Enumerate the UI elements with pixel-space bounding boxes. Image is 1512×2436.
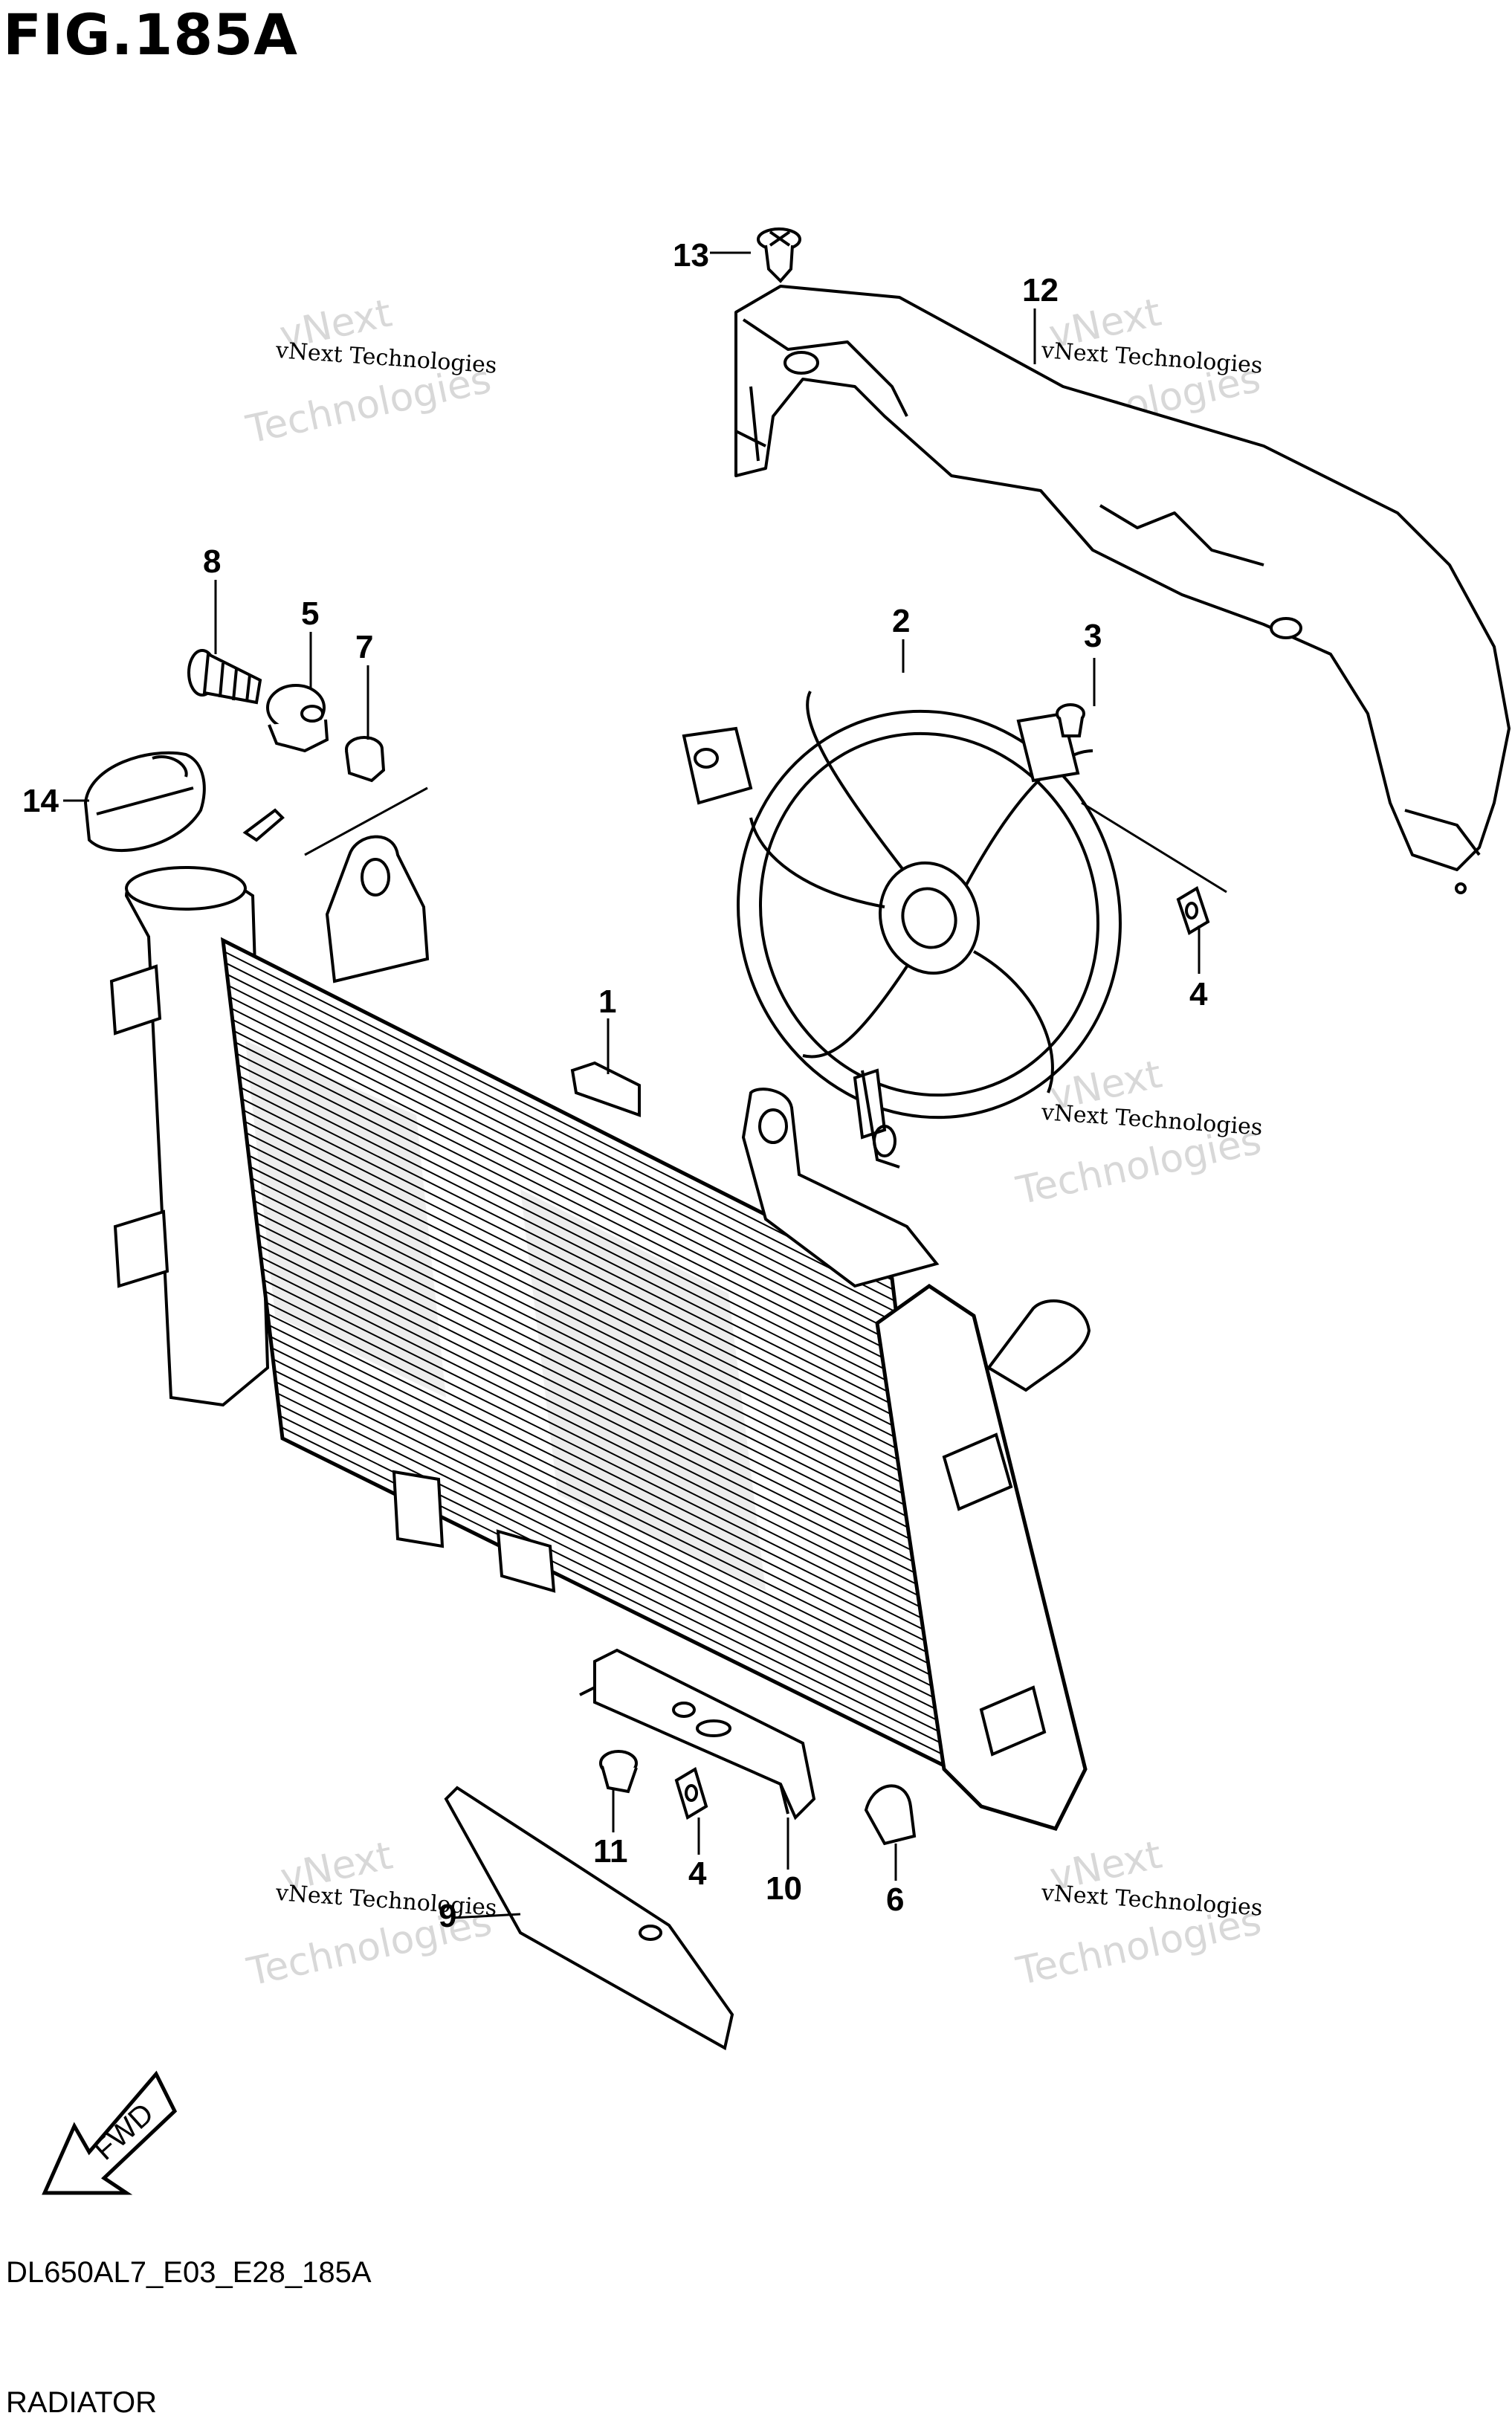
fin-line — [264, 1290, 934, 1625]
callout-4-lower: 4 — [688, 1855, 707, 1892]
fin-line — [263, 1279, 933, 1614]
radiator-fins — [224, 951, 951, 1759]
fin-line — [242, 1098, 911, 1435]
fin-line — [227, 973, 896, 1313]
fin-line — [271, 1347, 941, 1681]
fin-line — [232, 1018, 902, 1357]
fin-line — [227, 985, 898, 1324]
fin-line — [251, 1177, 921, 1513]
fin-line — [267, 1313, 937, 1647]
fin-line — [278, 1403, 948, 1736]
part-1-radiator — [109, 835, 1091, 1831]
fin-line — [229, 996, 899, 1335]
callout-12: 12 — [1022, 272, 1059, 308]
watermark-small: vNext Technologies — [274, 337, 498, 379]
fin-line — [242, 1109, 913, 1447]
fin-line — [236, 1053, 906, 1391]
fin-line — [252, 1189, 923, 1525]
fin-line — [257, 1234, 928, 1569]
watermark-small: vNext Technologies — [1040, 337, 1264, 379]
fin-line — [275, 1380, 946, 1714]
part-5-grommet — [266, 684, 329, 753]
fin-line — [256, 1222, 926, 1558]
part-6-cushion — [864, 1784, 917, 1846]
watermark-small: vNext Technologies — [1040, 1099, 1264, 1141]
fin-line — [262, 1267, 932, 1603]
fin-line — [280, 1426, 951, 1759]
fin-line — [234, 1041, 905, 1380]
callout-13: 13 — [673, 237, 709, 274]
part-12-shroud — [734, 285, 1511, 894]
part-2-cooling-fan — [682, 691, 1122, 1169]
callout-5: 5 — [301, 595, 319, 632]
fin-line — [245, 1131, 916, 1469]
watermark-bottom-right: vNext Technologies vNext Technologies — [1012, 1832, 1265, 1994]
callout-14: 14 — [22, 783, 59, 819]
fin-line — [237, 1064, 908, 1402]
callout-2: 2 — [892, 603, 910, 639]
fin-line — [239, 1075, 909, 1413]
leader-lines — [63, 251, 1201, 1919]
fin-line — [230, 1007, 901, 1346]
fin-line — [277, 1392, 947, 1725]
fin-line — [274, 1369, 944, 1703]
fin-line — [260, 1256, 931, 1592]
callouts: 13 12 8 5 7 2 3 14 1 4 11 4 10 6 9 — [22, 237, 1208, 1934]
part-10-lower-bracket — [579, 1648, 816, 1820]
leader-fan-tab — [1081, 801, 1227, 894]
fin-line — [265, 1302, 936, 1636]
fin-line — [248, 1154, 918, 1491]
part-7-collar — [345, 736, 386, 783]
callout-10: 10 — [766, 1870, 802, 1907]
fin-line — [249, 1166, 920, 1502]
callout-8: 8 — [203, 543, 221, 580]
callout-4-upper: 4 — [1189, 976, 1208, 1012]
part-3-screw — [1056, 703, 1085, 737]
callout-3: 3 — [1084, 618, 1102, 654]
callout-6: 6 — [886, 1881, 904, 1918]
part-14-radiator-cap — [83, 751, 285, 852]
fin-line — [268, 1324, 939, 1658]
fin-line — [224, 951, 894, 1290]
fin-line — [225, 962, 896, 1302]
fwd-arrow: FWD — [42, 2070, 178, 2195]
fin-line — [259, 1245, 929, 1580]
callout-7: 7 — [355, 629, 373, 665]
drawing-code: DL650AL7_E03_E28_185A — [6, 2256, 372, 2289]
callout-9: 9 — [439, 1898, 456, 1934]
fin-line — [240, 1087, 911, 1424]
callout-11: 11 — [593, 1833, 628, 1870]
watermark-small: vNext Technologies — [1040, 1880, 1264, 1922]
figure-title: FIG.185A — [3, 1, 298, 68]
fin-line — [279, 1415, 949, 1748]
fin-line — [244, 1120, 914, 1458]
part-4-nut-lower — [674, 1766, 708, 1820]
part-4-nut-upper — [1176, 886, 1210, 935]
fin-line — [270, 1336, 940, 1670]
fin-line — [253, 1200, 924, 1536]
figure-caption: RADIATOR — [6, 2386, 157, 2419]
part-9-lower-plate — [444, 1786, 734, 2051]
part-8-bolt — [187, 649, 262, 705]
fin-line — [247, 1143, 917, 1480]
leader-fastener-group — [304, 786, 428, 856]
part-13-rivet — [757, 227, 801, 283]
fin-line — [233, 1030, 903, 1369]
watermark-top-left: vNext Technologies vNext Technologies — [242, 291, 498, 453]
fin-line — [272, 1358, 943, 1692]
callout-1: 1 — [598, 983, 616, 1020]
part-11-bolt — [599, 1750, 638, 1794]
fin-line — [255, 1211, 925, 1547]
watermark-bottom-left: vNext Technologies vNext Technologies — [243, 1833, 498, 1995]
watermark-small: vNext Technologies — [274, 1880, 498, 1922]
